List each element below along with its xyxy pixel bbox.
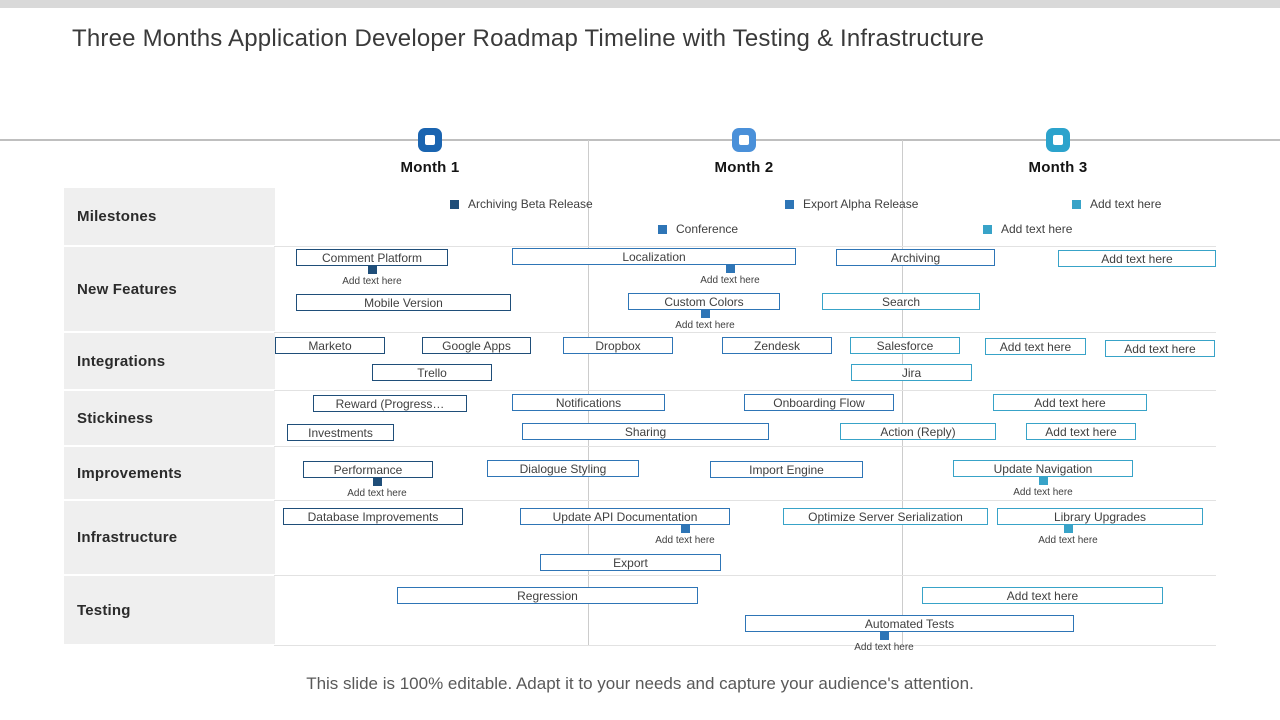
row-label-stickiness: Stickiness: [64, 391, 275, 445]
task-marker: [726, 264, 735, 273]
month-3-icon: [1046, 128, 1070, 152]
task-bar: Comment Platform: [296, 249, 448, 266]
task-bar: Salesforce: [850, 337, 960, 354]
task-bar: Add text here: [985, 338, 1086, 355]
row-separator: [274, 645, 1216, 646]
task-bar: Custom Colors: [628, 293, 780, 310]
milestone-label: Archiving Beta Release: [468, 197, 593, 211]
month-icon-inner: [1053, 135, 1063, 145]
task-bar: Archiving: [836, 249, 995, 266]
task-bar: Regression: [397, 587, 698, 604]
task-bar: Import Engine: [710, 461, 863, 478]
task-marker: [1039, 476, 1048, 485]
task-bar: Sharing: [522, 423, 769, 440]
row-label-improvements: Improvements: [64, 447, 275, 499]
month-3-label: Month 3: [1028, 159, 1088, 176]
milestone-label: Conference: [676, 222, 739, 236]
milestone-marker: [658, 225, 667, 234]
task-bar: Add text here: [1058, 250, 1216, 267]
milestone-label: Export Alpha Release: [803, 197, 919, 211]
task-bar: Update API Documentation: [520, 508, 730, 525]
task-bar: Automated Tests: [745, 615, 1074, 632]
row-separator: [274, 246, 1216, 247]
task-bar: Add text here: [993, 394, 1147, 411]
task-bar: Library Upgrades: [997, 508, 1203, 525]
task-marker: [880, 631, 889, 640]
row-label-testing: Testing: [64, 576, 275, 644]
row-label-integrations: Integrations: [64, 333, 275, 389]
header-divider: [0, 139, 1280, 141]
task-bar: Performance: [303, 461, 433, 478]
task-bar: Mobile Version: [296, 294, 511, 311]
month-1-label: Month 1: [400, 159, 460, 176]
task-bar: Zendesk: [722, 337, 832, 354]
milestone-marker: [983, 225, 992, 234]
row-label-infrastructure: Infrastructure: [64, 501, 275, 574]
milestone-label: Add text here: [1090, 197, 1162, 211]
row-label-new-features: New Features: [64, 247, 275, 331]
task-bar: Investments: [287, 424, 394, 441]
month-icon-inner: [739, 135, 749, 145]
task-bar: Search: [822, 293, 980, 310]
task-marker: [681, 524, 690, 533]
task-caption: Add text here: [347, 488, 407, 499]
month-2-icon: [732, 128, 756, 152]
task-caption: Add text here: [854, 642, 914, 653]
task-caption: Add text here: [342, 276, 402, 287]
task-marker: [1064, 524, 1073, 533]
task-bar: Jira: [851, 364, 972, 381]
task-bar: Google Apps: [422, 337, 531, 354]
task-caption: Add text here: [1038, 535, 1098, 546]
task-bar: Localization: [512, 248, 796, 265]
task-bar: Reward (Progress…: [313, 395, 467, 412]
row-separator: [274, 332, 1216, 333]
row-separator: [274, 500, 1216, 501]
task-marker: [368, 265, 377, 274]
task-bar: Onboarding Flow: [744, 394, 894, 411]
task-bar: Action (Reply): [840, 423, 996, 440]
task-bar: Marketo: [275, 337, 385, 354]
page-title: Three Months Application Developer Roadm…: [72, 25, 985, 52]
task-caption: Add text here: [675, 320, 735, 331]
task-bar: Notifications: [512, 394, 665, 411]
row-separator: [274, 575, 1216, 576]
month-divider-2: [902, 140, 903, 645]
row-separator: [274, 446, 1216, 447]
milestone-label: Add text here: [1001, 222, 1073, 236]
row-separator: [274, 390, 1216, 391]
task-marker: [701, 309, 710, 318]
task-bar: Export: [540, 554, 721, 571]
row-label-milestones: Milestones: [64, 188, 275, 245]
task-bar: Trello: [372, 364, 492, 381]
top-strip: [0, 0, 1280, 8]
month-icon-inner: [425, 135, 435, 145]
month-1-icon: [418, 128, 442, 152]
task-bar: Dialogue Styling: [487, 460, 639, 477]
month-2-label: Month 2: [714, 159, 774, 176]
task-caption: Add text here: [655, 535, 715, 546]
task-bar: Optimize Server Serialization: [783, 508, 988, 525]
month-divider-1: [588, 140, 589, 645]
task-bar: Add text here: [1026, 423, 1136, 440]
task-bar: Dropbox: [563, 337, 673, 354]
task-marker: [373, 477, 382, 486]
task-bar: Database Improvements: [283, 508, 463, 525]
task-bar: Update Navigation: [953, 460, 1133, 477]
task-caption: Add text here: [1013, 487, 1073, 498]
milestone-marker: [1072, 200, 1081, 209]
milestone-marker: [785, 200, 794, 209]
milestone-marker: [450, 200, 459, 209]
task-caption: Add text here: [700, 275, 760, 286]
task-bar: Add text here: [922, 587, 1163, 604]
task-bar: Add text here: [1105, 340, 1215, 357]
footer-note: This slide is 100% editable. Adapt it to…: [306, 674, 974, 693]
